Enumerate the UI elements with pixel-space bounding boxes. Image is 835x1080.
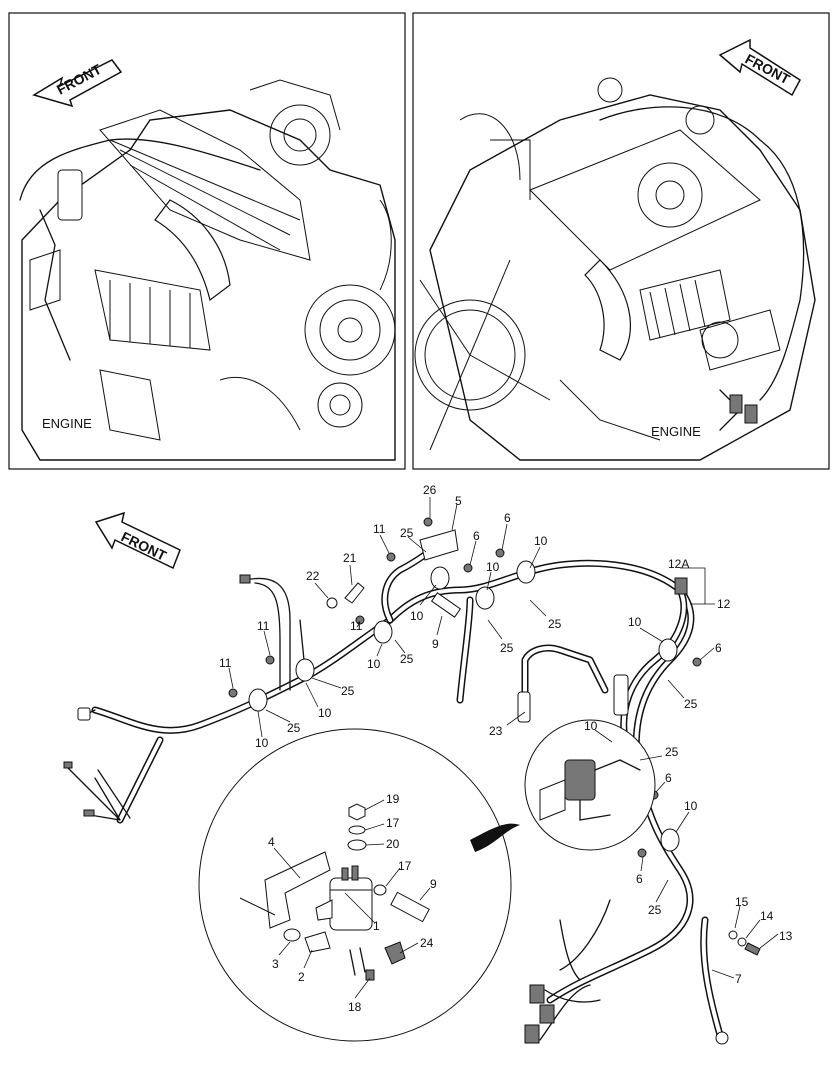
- callout-9a: 9: [432, 637, 439, 651]
- callout-19: 19: [386, 792, 400, 806]
- engine-view-left: FRONT: [8, 12, 406, 470]
- callout-25a: 25: [400, 526, 414, 540]
- callout-11c: 11: [257, 619, 270, 633]
- callout-10i: 10: [684, 799, 698, 813]
- callout-17a: 17: [386, 816, 400, 830]
- callout-10c: 10: [486, 560, 500, 574]
- callout-25f: 25: [287, 721, 301, 735]
- callout-24: 24: [420, 936, 434, 950]
- callout-10f: 10: [255, 736, 269, 750]
- callout-18: 18: [348, 1000, 362, 1014]
- relay-detail-bubble: [524, 719, 656, 851]
- leader-lines: [228, 497, 779, 999]
- callout-10b: 10: [410, 609, 424, 623]
- bracket-5: [419, 529, 459, 561]
- front-arrow-icon-harness: FRONT: [94, 511, 181, 570]
- callout-10e: 10: [318, 706, 332, 720]
- harness-diagram: FRONT: [63, 483, 793, 1045]
- engine-illustration-right: [414, 77, 816, 461]
- callout-4: 4: [268, 835, 275, 849]
- callout-20: 20: [386, 837, 400, 851]
- callout-labels: 26 5 6 6 10 11 25 21 22 10 10 11 11 25 9…: [219, 483, 793, 1014]
- callout-6d: 6: [665, 771, 672, 785]
- callout-11a: 11: [373, 522, 386, 536]
- callout-9b: 9: [430, 877, 437, 891]
- callout-25i: 25: [648, 903, 662, 917]
- callout-6b: 6: [504, 511, 511, 525]
- callout-7: 7: [735, 972, 742, 986]
- callout-6c: 6: [715, 641, 722, 655]
- callout-6e: 6: [636, 872, 643, 886]
- sensor-21: [326, 582, 365, 609]
- callout-5: 5: [455, 494, 462, 508]
- callout-12A: 12A: [668, 557, 689, 571]
- spacer-9: [430, 592, 462, 618]
- callout-14: 14: [760, 909, 774, 923]
- engine-caption-left: ENGINE: [42, 416, 92, 431]
- callout-3: 3: [272, 957, 279, 971]
- callout-10h: 10: [584, 719, 598, 733]
- callout-11b: 11: [350, 619, 363, 633]
- callout-10g: 10: [628, 615, 642, 629]
- callout-21: 21: [343, 551, 357, 565]
- callout-2: 2: [298, 970, 305, 984]
- callout-25e: 25: [341, 684, 355, 698]
- callout-25b: 25: [400, 652, 414, 666]
- callout-6a: 6: [473, 529, 480, 543]
- callout-25c: 25: [500, 641, 514, 655]
- callout-10a: 10: [534, 534, 548, 548]
- callout-25g: 25: [684, 697, 698, 711]
- engine-illustration-left: [19, 79, 396, 461]
- callout-17b: 17: [398, 859, 412, 873]
- callout-12: 12: [717, 597, 731, 611]
- callout-10d: 10: [367, 657, 381, 671]
- callout-22: 22: [306, 569, 320, 583]
- callout-25d: 25: [548, 617, 562, 631]
- callout-25h: 25: [665, 745, 679, 759]
- callout-11d: 11: [219, 656, 232, 670]
- callout-1: 1: [373, 919, 380, 933]
- engine-caption-right: ENGINE: [651, 424, 701, 439]
- detail-circle: [198, 728, 520, 1042]
- callout-15: 15: [735, 895, 749, 909]
- callout-26: 26: [423, 483, 437, 497]
- callout-13: 13: [779, 929, 793, 943]
- callout-23: 23: [489, 724, 503, 738]
- engine-view-right: FRONT: [412, 12, 830, 470]
